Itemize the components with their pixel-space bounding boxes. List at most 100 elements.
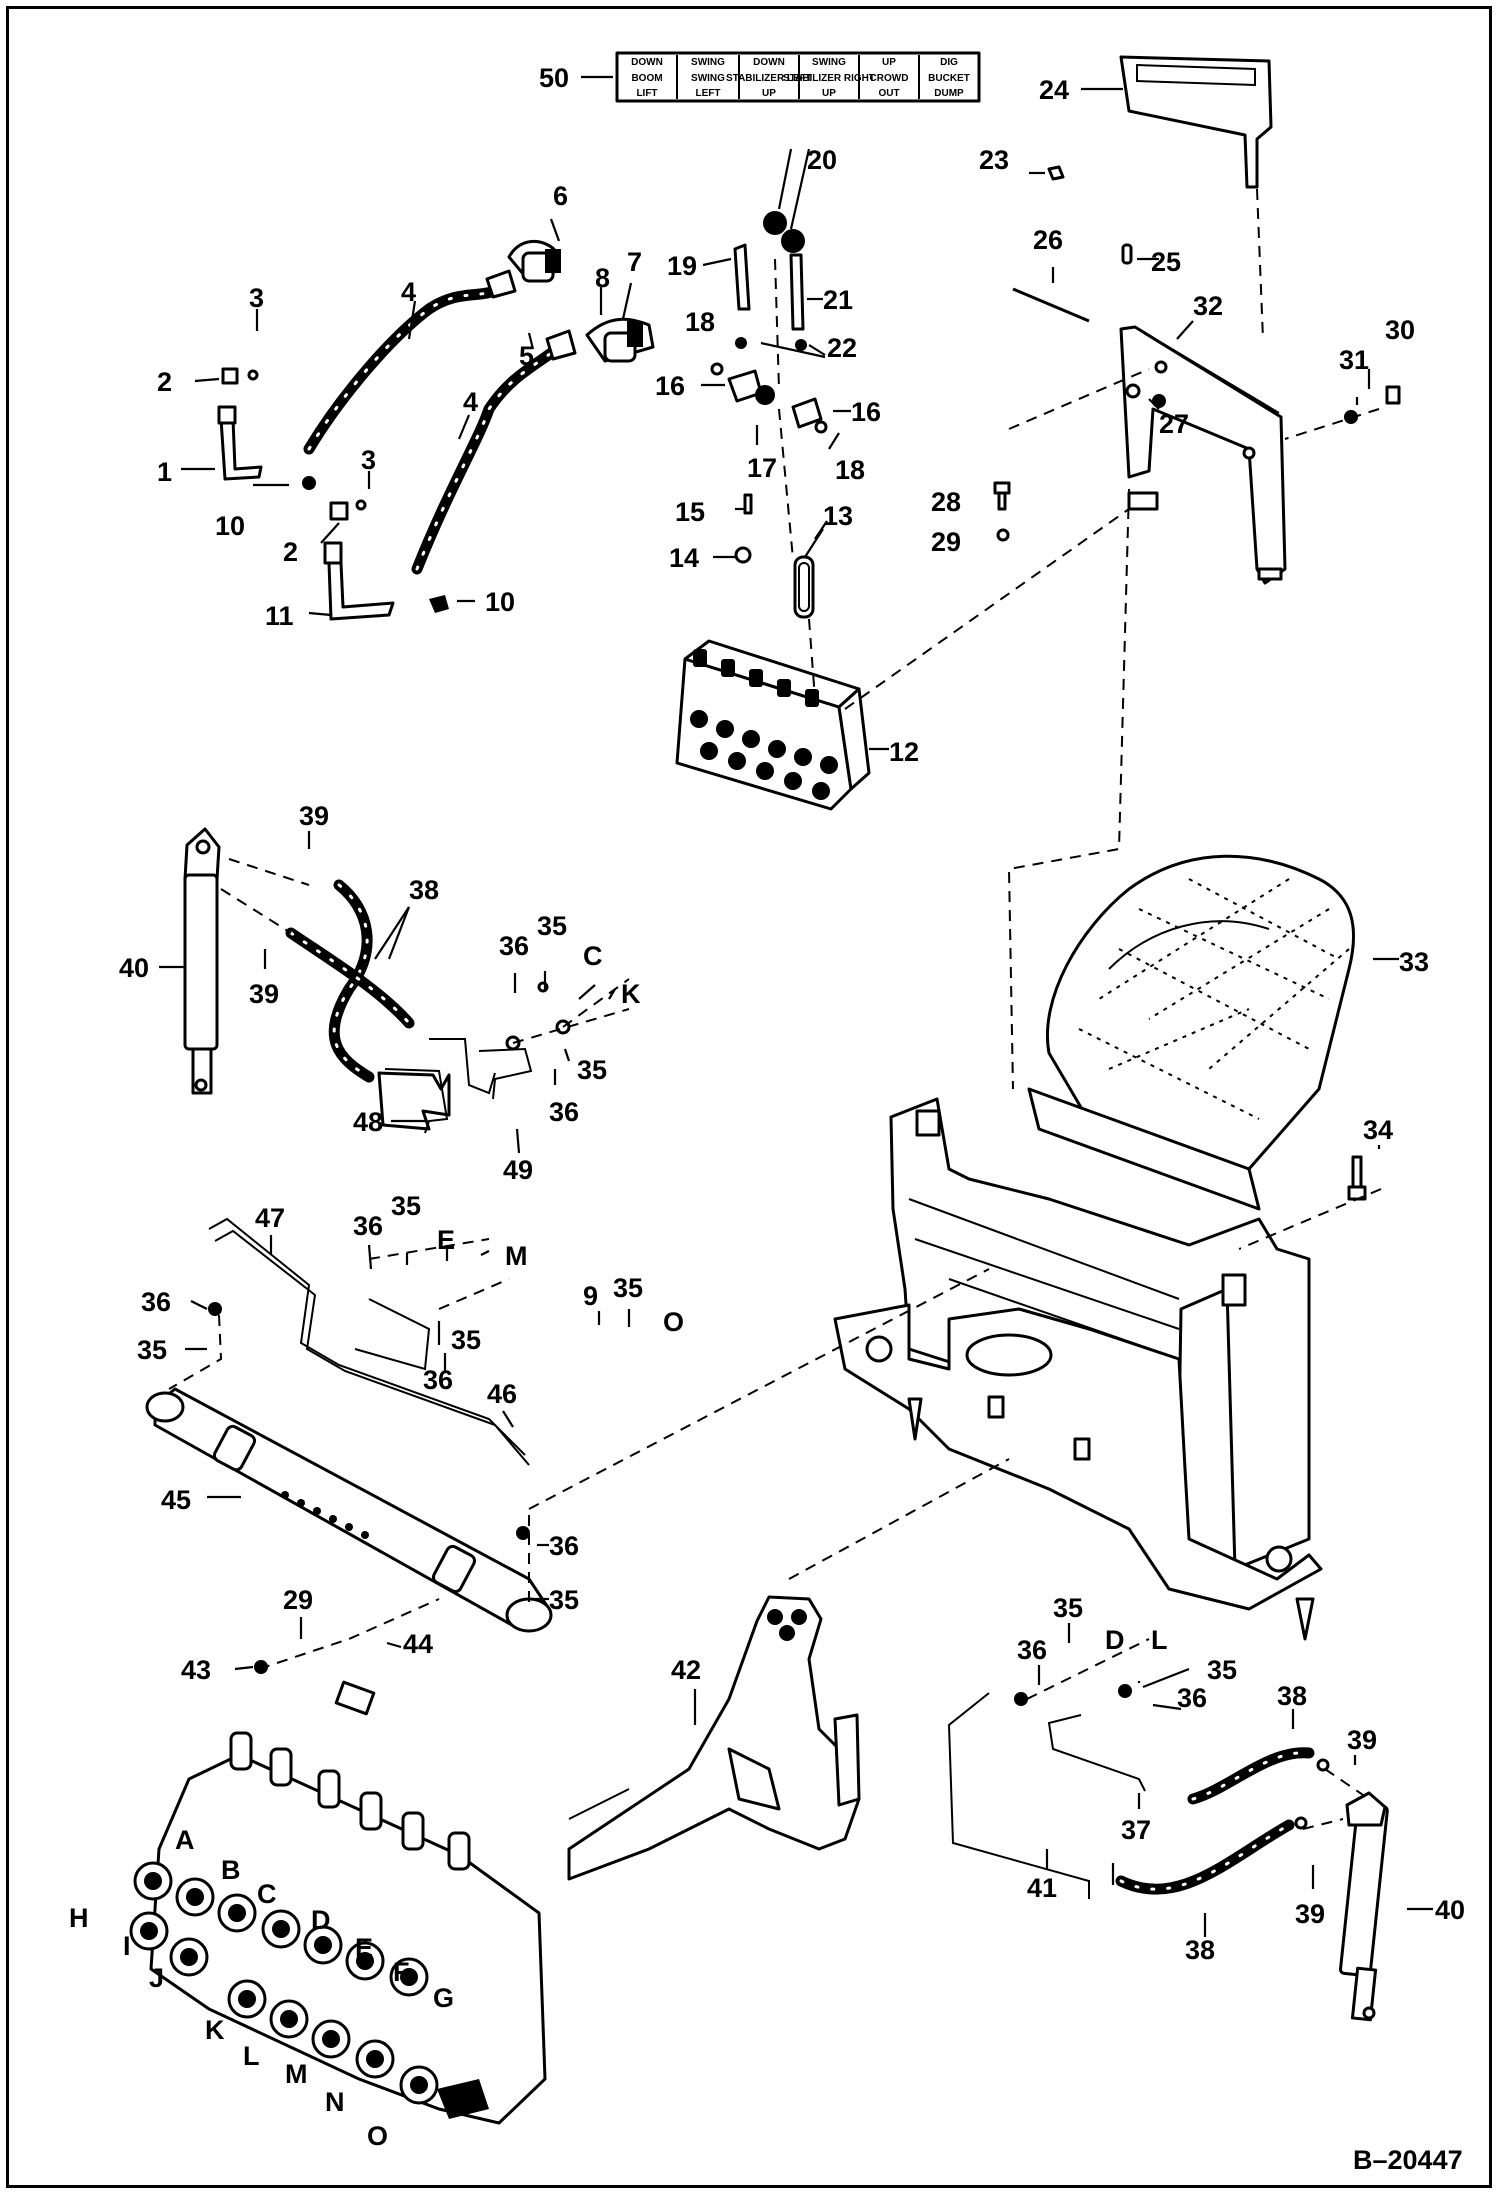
callout-36h: 36 [1177,1683,1207,1713]
exploded-view-drawing: DOWN SWING DOWN SWING UP DIG BOOM SWING … [69,51,1465,2175]
callout-41: 41 [1027,1873,1057,1903]
stabilizer-cylinder-left [183,827,221,1095]
callout-42: 42 [671,1655,701,1685]
callouts: 50 24 23 26 25 32 27 30 31 28 29 33 34 2… [119,63,1465,1965]
parts-diagram-sheet: DOWN SWING DOWN SWING UP DIG BOOM SWING … [6,6,1492,2188]
callout-2b: 2 [283,537,298,567]
decal-bot-2: LEFT [696,88,721,99]
decal-top-1: DOWN [631,57,663,68]
callout-27: 27 [1159,409,1189,439]
port-f: F [393,1957,410,1987]
port-d: D [311,1905,331,1935]
port-label-k: K [621,979,641,1009]
callout-7: 7 [627,247,642,277]
callout-39c: 39 [1347,1725,1377,1755]
decal-top-6: DIG [940,57,958,68]
hoses-38-upper [285,879,415,1083]
port-label-c: C [583,941,603,971]
control-panel-cover [1047,55,1273,189]
leader-lines [159,75,1433,1937]
callout-4b: 4 [463,387,478,417]
pin-25 [1121,243,1133,265]
callout-40a: 40 [119,953,149,983]
callout-35a: 35 [537,911,567,941]
callout-38a: 38 [409,875,439,905]
valve-port-letters: A B C D E F G H I J K L M N O [69,1825,454,2151]
port-label-o: O [663,1307,684,1337]
callout-1: 1 [157,457,172,487]
tubes-1-11 [217,367,449,621]
seat-frame [833,1097,1367,1641]
callout-29a: 29 [931,527,961,557]
callout-21: 21 [823,285,853,315]
decal-mid-1: BOOM [631,73,662,84]
decal-bot-4: UP [822,88,836,99]
callout-35h: 35 [1053,1593,1083,1623]
stabilizer-cylinder-right [1338,1791,1389,2022]
control-mount-plate [1119,325,1287,585]
callout-35f: 35 [613,1273,643,1303]
callout-23: 23 [979,145,1009,175]
callout-5: 5 [519,341,534,371]
callout-20: 20 [807,145,837,175]
callout-14: 14 [669,543,699,573]
tubes-48-49 [377,981,571,1134]
callout-39a: 39 [299,801,329,831]
callout-43: 43 [181,1655,211,1685]
fittings-5-6-7-8 [507,240,655,363]
swing-cylinder-45 [145,1387,553,1633]
port-c: C [257,1879,277,1909]
decal-top-4: SWING [812,57,846,68]
callout-35d: 35 [391,1191,421,1221]
callout-26: 26 [1033,225,1063,255]
callout-6: 6 [553,181,568,211]
decal-mid-6: BUCKET [928,73,970,84]
callout-35i: 35 [1207,1655,1237,1685]
callout-10b: 10 [485,587,515,617]
control-valve-12 [675,639,871,811]
decal-bot-6: DUMP [934,88,964,99]
callout-16b: 16 [851,397,881,427]
callout-15: 15 [675,497,705,527]
decal-top-3: DOWN [753,57,785,68]
tubes-46-47 [208,1217,530,1716]
port-g: G [433,1983,454,2013]
callout-45: 45 [161,1485,191,1515]
callout-18b: 18 [835,455,865,485]
port-b: B [221,1855,241,1885]
port-a: A [175,1825,195,1855]
drawing-reference: B–20447 [1353,2145,1463,2175]
callout-24: 24 [1039,75,1069,105]
callout-8: 8 [595,263,610,293]
callout-29b: 29 [283,1585,313,1615]
port-h: H [69,1903,89,1933]
callout-35b: 35 [577,1055,607,1085]
port-i: I [123,1931,131,1961]
callout-35c: 35 [137,1335,167,1365]
callout-36a: 36 [499,931,529,961]
callout-17: 17 [747,453,777,483]
callout-37: 37 [1121,1815,1151,1845]
callout-36g: 36 [1017,1635,1047,1665]
callout-36c: 36 [141,1287,171,1317]
callout-33: 33 [1399,947,1429,977]
callout-22: 22 [827,333,857,363]
callout-10a: 10 [215,511,245,541]
callout-38b: 38 [1277,1681,1307,1711]
callout-32: 32 [1193,291,1223,321]
port-o: O [367,2121,388,2151]
callout-30: 30 [1385,315,1415,345]
callout-39d: 39 [1295,1899,1325,1929]
callout-38c: 38 [1185,1935,1215,1965]
decal-top-5: UP [882,57,896,68]
callout-34: 34 [1363,1115,1393,1145]
decal-mid-3: STABILIZER LEFT [726,73,812,84]
port-label-l: L [1151,1625,1168,1655]
assembly-guide-lines [168,188,1382,1830]
hoses-4 [303,269,577,575]
boom-swing-frame-42 [567,1595,861,1881]
control-decal: DOWN SWING DOWN SWING UP DIG BOOM SWING … [615,51,981,103]
callout-36b: 36 [549,1097,579,1127]
callout-3b: 3 [361,445,376,475]
port-n: N [325,2087,345,2117]
